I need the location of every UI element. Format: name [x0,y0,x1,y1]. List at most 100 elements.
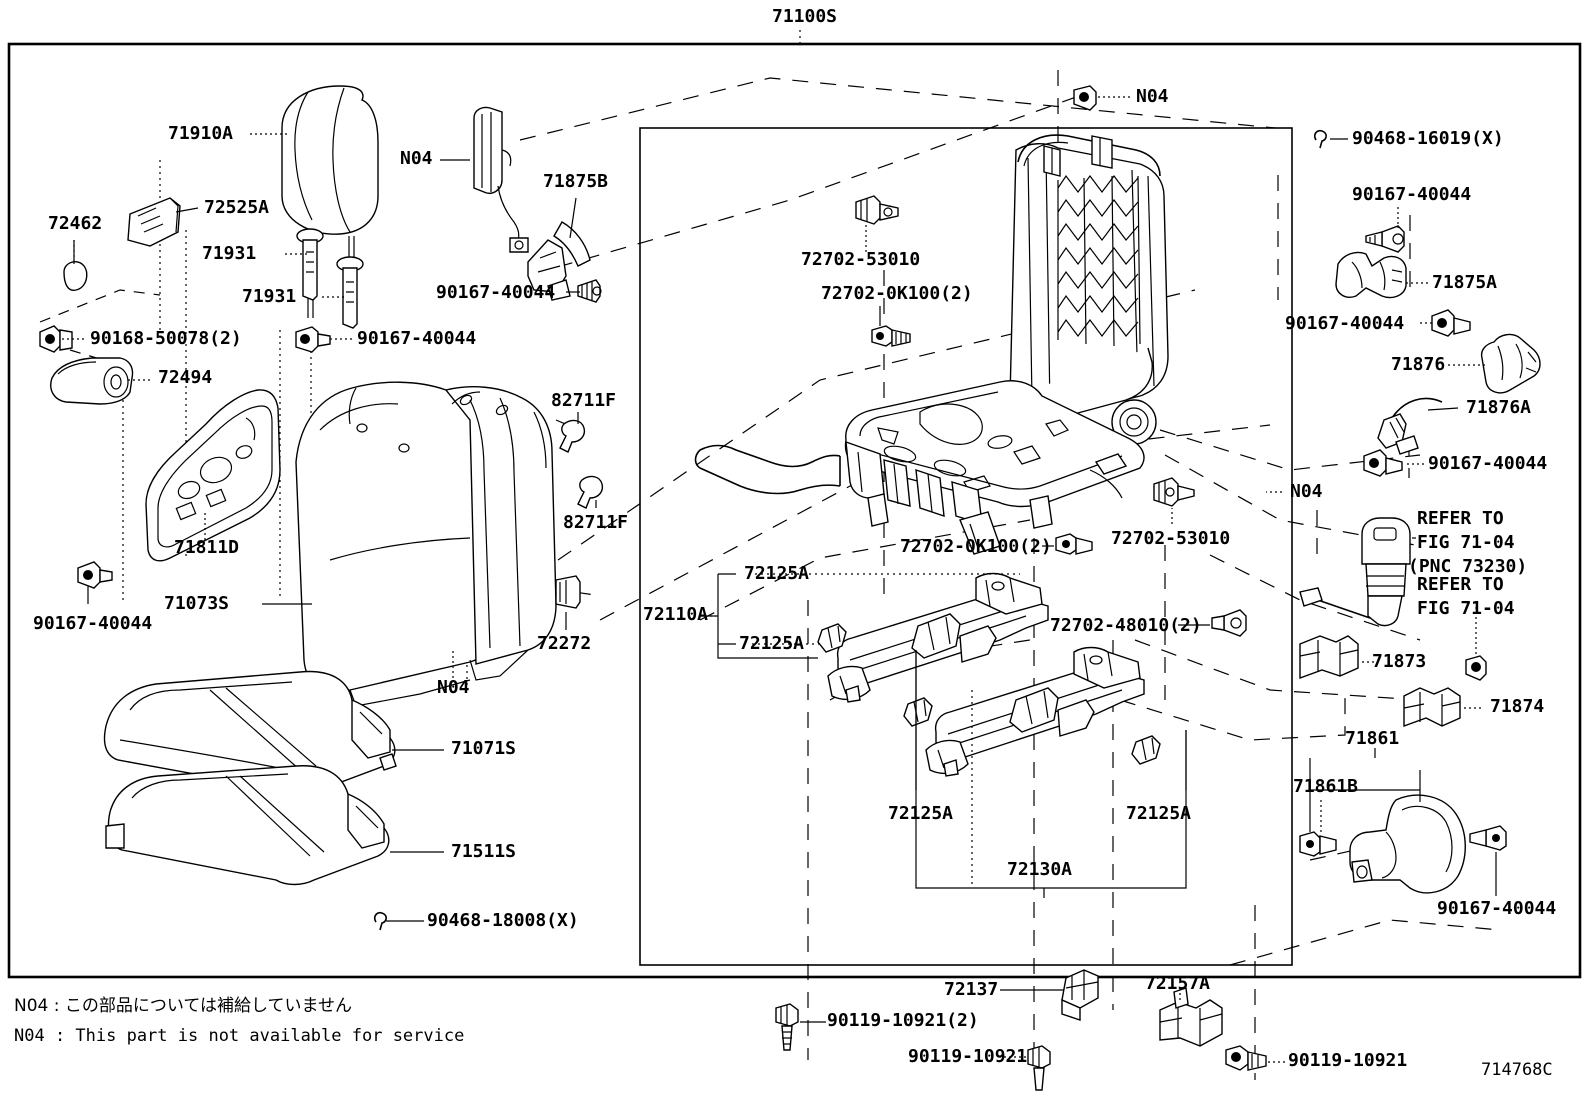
clip-72272-illustration [555,575,581,609]
label-90167-40044-a: 90167-40044 [436,282,556,303]
note-english: N04 : This part is not available for ser… [14,1026,465,1046]
label-71073S: 71073S [164,593,230,614]
screw-90167-40044-f-illustration [1363,449,1403,477]
label-refer-plain-l1: REFER TO [1417,574,1504,595]
label-72702-53010-mid: 72702-53010 [1111,528,1231,549]
label-71931-lower: 71931 [242,286,297,307]
label-72702-48010: 72702-48010(2) [1050,615,1202,636]
label-72125A-1: 72125A [744,563,810,584]
top-assembly-label: 71100S [772,6,838,27]
label-n04-right: N04 [1290,481,1323,502]
label-90119-10921-a: 90119-10921(2) [827,1010,979,1031]
label-90167-40044-g: 90167-40044 [1437,898,1557,919]
label-71071S: 71071S [451,738,517,759]
inner-border-box [639,127,1293,966]
rail-72130A-illustration [903,646,1161,777]
handle-71876A-illustration [1377,397,1443,455]
seat-frame-illustration [844,134,1169,555]
label-71910A: 71910A [168,123,234,144]
seatback-cover-71073S-illustration [295,381,557,707]
label-82711F-upper: 82711F [551,390,617,411]
label-72494: 72494 [158,367,213,388]
label-90119-10921-b: 90119-10921 [908,1046,1028,1067]
wire-rod-illustration [694,444,841,495]
figure-code: 714768C [1481,1060,1553,1080]
bolt-72702-53010-top-illustration [855,195,899,225]
note-japanese: N04 : この部品については補給していません [14,996,353,1016]
seatback-springs [1057,174,1141,347]
bolt-72702-0K100-top-illustration [871,325,911,347]
bolt-72702-53010-mid-illustration [1153,477,1195,507]
seat-pad-71511S-illustration [105,765,390,886]
label-71931-upper: 71931 [202,243,257,264]
clip-82711F-upper-illustration [559,419,586,453]
label-71861B: 71861B [1293,776,1359,797]
label-72462: 72462 [48,213,103,234]
label-90119-10921-c: 90119-10921 [1288,1050,1408,1071]
cover-71861-illustration [1349,794,1466,894]
label-refer-pnc-l1: REFER TO [1417,508,1504,529]
screw-90167-40044-c-illustration [77,561,113,589]
seatbelt-buckle-illustration [1299,517,1411,627]
nut-90168-50078-illustration [39,325,73,353]
clip-90468-18008-illustration [373,911,387,931]
ring-90468-16019-illustration [1313,129,1327,149]
label-71873: 71873 [1372,651,1427,672]
label-71874: 71874 [1490,696,1545,717]
cover-71875A-illustration [1335,251,1407,299]
label-71811D: 71811D [174,537,240,558]
screw-90167-40044-b-illustration [295,326,331,353]
lever-71875B-illustration [527,221,591,301]
label-refer-pnc-l2: FIG 71-04 [1417,532,1515,553]
label-71875B: 71875B [543,171,609,192]
label-90167-40044-f: 90167-40044 [1428,453,1548,474]
label-72110A: 72110A [643,604,709,625]
cover-71876-illustration [1480,333,1541,394]
label-90468-16019: 90468-16019(X) [1352,128,1504,149]
bracket-72157A-illustration [1159,987,1223,1047]
cover-71874-illustration [1403,687,1461,727]
explosion-guides [519,77,1501,966]
bolt-n04-top-illustration [1073,85,1097,111]
label-72125A-2: 72125A [739,633,805,654]
label-71876A: 71876A [1466,397,1532,418]
label-71861: 71861 [1345,728,1400,749]
label-refer-plain-l2: FIG 71-04 [1417,598,1515,619]
bolt-90119-10921-a-illustration [775,1003,799,1051]
bolt-90119-10921-b-illustration [1027,1045,1051,1091]
label-82711F-lower: 82711F [563,512,629,533]
label-72702-53010-top: 72702-53010 [801,249,921,270]
refer-bolt-illustration [1465,655,1487,681]
label-refer-pnc-l3: (PNC 73230) [1408,556,1528,577]
label-72702-0K100-mid: 72702-0K100(2) [900,536,1052,557]
label-72137: 72137 [944,979,999,1000]
bolt-71861B-illustration [1299,831,1337,857]
label-n04-cable: N04 [400,148,433,169]
headrest-guide-illustration [127,197,181,247]
label-90167-40044-c: 90167-40044 [33,613,153,634]
screw-90167-40044-a-illustration [577,279,602,303]
clip-82711F-lower-illustration [577,475,604,509]
label-90168-50078: 90168-50078(2) [90,328,242,349]
label-72272: 72272 [537,633,592,654]
pin-71931-lower-illustration [336,256,364,329]
label-71875A: 71875A [1432,272,1498,293]
n04-cable-illustration [473,106,529,253]
label-90167-40044-e: 90167-40044 [1285,313,1405,334]
label-72702-0K100-top: 72702-0K100(2) [821,283,973,304]
label-leaders [62,96,1497,1063]
label-71876: 71876 [1391,354,1446,375]
cover-72494-illustration [50,357,134,405]
pin-71931-upper-illustration [296,228,324,301]
bolt-90119-10921-c-illustration [1225,1045,1267,1071]
headrest-illustration [281,85,379,325]
screw-90167-40044-e-illustration [1431,309,1471,337]
rail-72110A-illustration [817,572,1049,703]
label-72525A: 72525A [204,197,270,218]
cover-71873-illustration [1299,635,1359,679]
bracket-72137-illustration [1061,969,1099,1021]
shield-71811D-illustration [145,389,281,562]
bolt-72702-0K100-mid-illustration [1055,533,1093,555]
